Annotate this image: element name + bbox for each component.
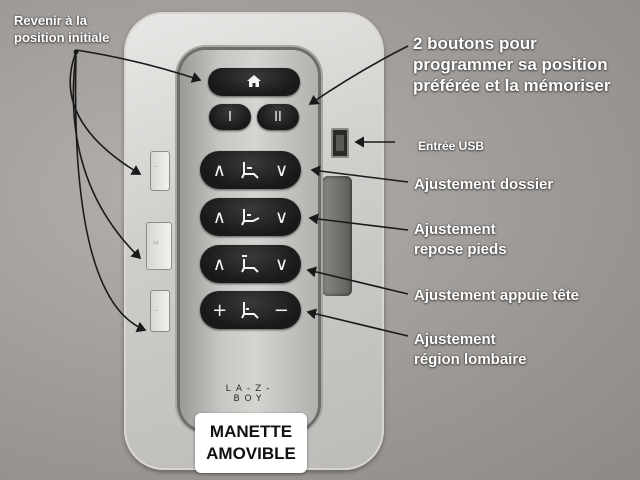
footrest-up-button[interactable]: ∧ xyxy=(212,206,226,228)
side-panel-button-top[interactable]: ·· xyxy=(150,151,170,191)
side-panel-button-bottom[interactable]: – xyxy=(150,290,170,332)
footrest-annotation: Ajustement repose pieds xyxy=(414,221,507,258)
badge-line-1: MANETTE xyxy=(209,422,293,441)
memory-2-button[interactable]: II xyxy=(257,104,299,130)
brand-logo: LA-Z-BOY xyxy=(225,384,275,404)
backrest-up-button[interactable]: ∧ xyxy=(212,159,226,181)
remote-dock-slot xyxy=(322,176,352,296)
home-icon xyxy=(246,73,262,92)
return-home-annotation: Revenir à la position initiale xyxy=(14,13,110,45)
headrest-up-button[interactable]: ∧ xyxy=(212,253,226,275)
recliner-head-icon xyxy=(239,253,261,275)
home-position-button[interactable] xyxy=(208,68,300,96)
memory-1-label: I xyxy=(228,109,232,125)
headrest-control-button[interactable]: ∧ ∨ xyxy=(200,245,301,283)
recliner-back-icon xyxy=(239,159,261,181)
footrest-down-button[interactable]: ∨ xyxy=(275,206,289,228)
headrest-annotation: Ajustement appuie tête xyxy=(414,287,580,304)
lumbar-plus-button[interactable]: + xyxy=(212,299,228,321)
headrest-down-button[interactable]: ∨ xyxy=(275,253,289,275)
lumbar-control-button[interactable]: + − xyxy=(200,291,301,329)
lumbar-annotation: Ajustement région lombaire xyxy=(414,331,527,368)
memory-2-label: II xyxy=(274,109,282,125)
usb-annotation: Entrée USB xyxy=(418,139,485,153)
side-panel-usb-button[interactable]: ▭ xyxy=(146,222,172,270)
backrest-down-button[interactable]: ∨ xyxy=(275,159,289,181)
recliner-lumbar-icon xyxy=(239,299,261,321)
memory-1-button[interactable]: I xyxy=(209,104,251,130)
removable-remote-badge: MANETTE AMOVIBLE xyxy=(195,413,307,473)
recliner-foot-icon xyxy=(239,206,261,228)
lumbar-minus-button[interactable]: − xyxy=(273,299,289,321)
footrest-control-button[interactable]: ∧ ∨ xyxy=(200,198,301,236)
backrest-annotation: Ajustement dossier xyxy=(414,176,554,193)
badge-line-2: AMOVIBLE xyxy=(206,444,296,463)
program-memory-annotation: 2 boutons pour programmer sa position pr… xyxy=(413,34,611,95)
backrest-control-button[interactable]: ∧ ∨ xyxy=(200,151,301,189)
usb-port[interactable] xyxy=(331,128,349,158)
